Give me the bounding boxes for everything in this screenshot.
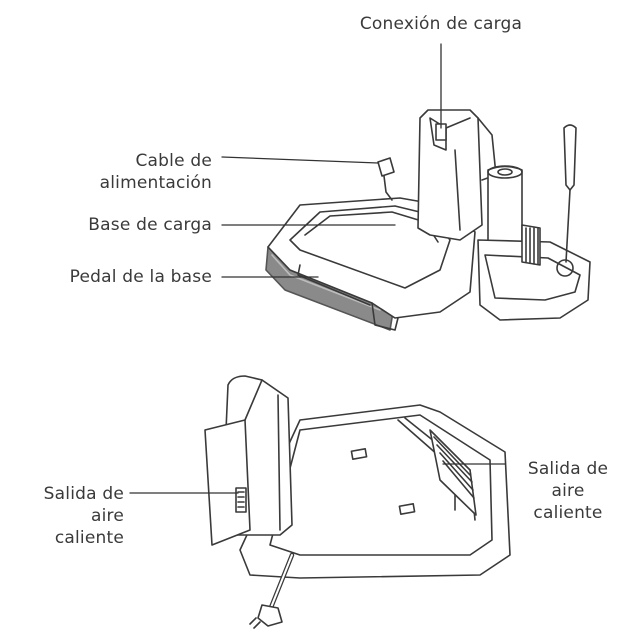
label-hot-air-outlet-right: Salida de aire caliente	[527, 459, 609, 523]
label-charging-connection: Conexión de carga	[359, 14, 523, 34]
hot-air-vent-left	[235, 487, 247, 513]
power-plug	[257, 604, 283, 627]
label-power-cable: Cable de alimentación	[99, 151, 212, 193]
label-charging-base: Base de carga	[88, 215, 212, 235]
power-cable-plug	[377, 157, 395, 177]
charging-tower	[417, 109, 483, 241]
charging-base-front-illustration	[221, 43, 591, 331]
label-base-pedal: Pedal de la base	[69, 267, 212, 287]
charging-base-rear-illustration	[129, 375, 511, 629]
label-hot-air-outlet-left: Salida de aire caliente	[43, 484, 124, 548]
callout-power-cable	[221, 156, 379, 164]
cleaning-tool	[563, 124, 577, 191]
